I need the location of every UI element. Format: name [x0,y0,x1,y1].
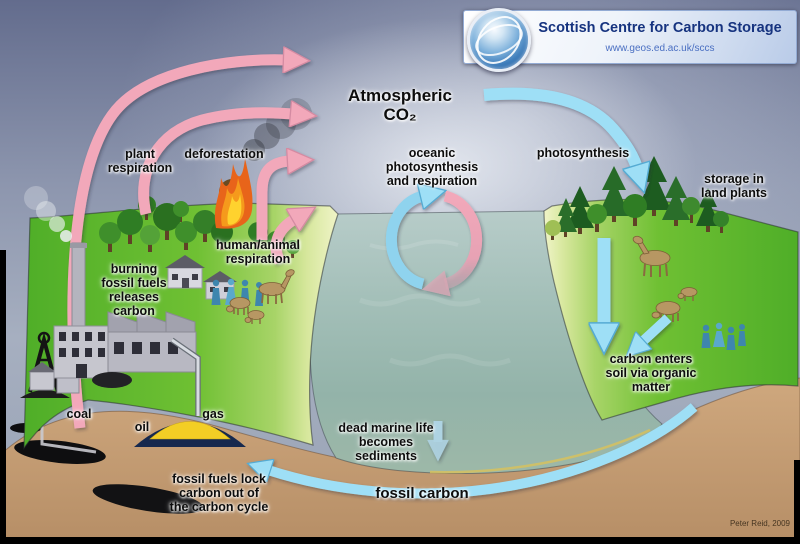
label-gas: gas [202,407,224,421]
left-trees [99,196,300,258]
globe-logo-icon [467,8,531,72]
label-atmospheric-co2: Atmospheric CO₂ [348,86,452,125]
left-animals [226,269,295,324]
label-oceanic-photosynthesis: oceanic photosynthesis and respiration [385,146,479,188]
arrow-plant-respiration [138,113,293,216]
absorption-arrows [268,87,698,499]
label-photosynthesis: photosynthesis [536,146,630,160]
label-storage-in-land-plants: storage in land plants [701,172,767,200]
pipeline [170,337,201,416]
label-oil: oil [134,420,150,434]
banner-url: www.geos.ed.ac.uk/sccs [605,43,715,54]
arrow-ocean-release [421,190,483,297]
label-coal: coal [66,407,92,421]
factory [24,186,197,388]
emission-arrows [138,113,295,265]
label-human-animal-respiration: human/animal respiration [215,238,301,266]
village-houses [165,255,237,300]
label-dead-marine-life: dead marine life becomes sediments [338,421,434,463]
label-plant-respiration: plant respiration [107,147,173,175]
arrow-deforestation [256,161,290,240]
ocean-exchange-arrows [385,190,483,297]
image-frame [0,250,800,544]
label-carbon-enters-soil: carbon enters soil via organic matter [605,352,697,394]
right-trees [545,156,729,240]
label-fossil-fuels-lock: fossil fuels lock carbon out of the carb… [169,472,269,514]
arrow-ocean-uptake [385,196,423,290]
label-burning-fossil-fuels: burning fossil fuels releases carbon [101,262,167,318]
label-fossil-carbon: fossil carbon [375,485,469,502]
arrow-fossil-carbon [268,403,698,499]
right-animals [632,235,698,322]
globe-orbits [475,16,523,64]
arrow-photosynthesis [483,87,637,168]
arrow-human-animal-respiration [270,219,295,265]
label-deforestation: deforestation [184,147,264,161]
oil-gas-reservoir [134,421,246,447]
arrow-carbon-to-soil-diagonal [642,314,672,342]
right-people [701,322,746,350]
credit-text: Peter Reid, 2009 [729,519,790,528]
banner-title: Scottish Centre for Carbon Storage [538,20,782,36]
